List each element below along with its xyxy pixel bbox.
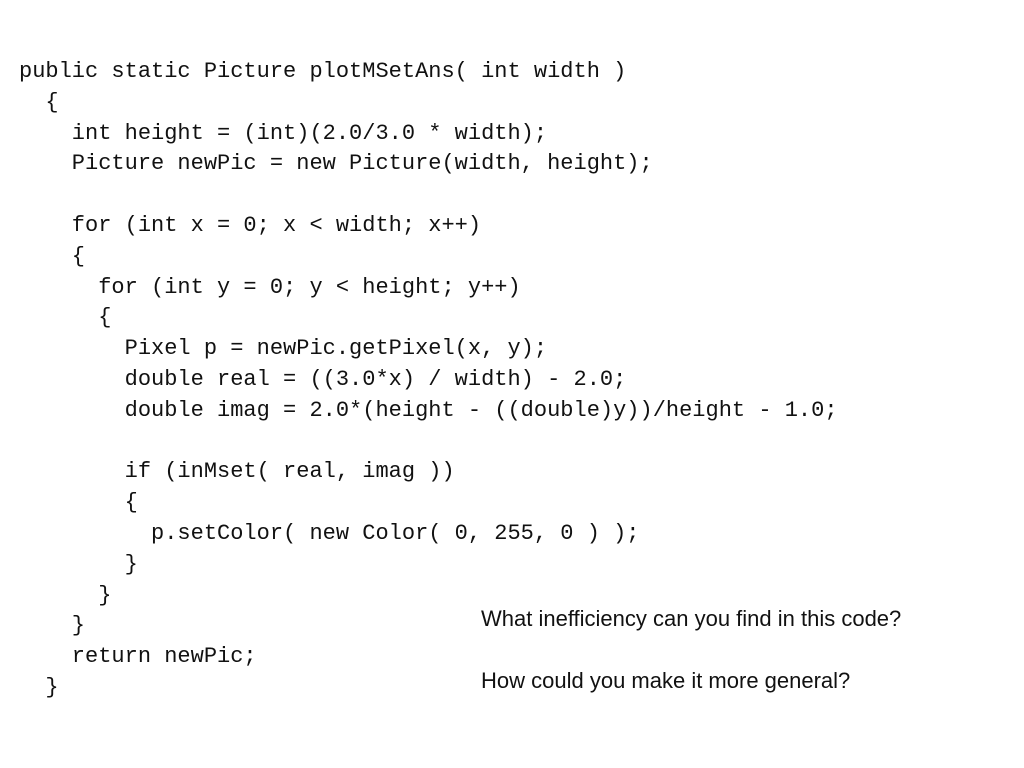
code-line-8: for (int y = 0; y < height; y++): [19, 274, 521, 300]
code-line-10: Pixel p = newPic.getPixel(x, y);: [19, 336, 548, 362]
code-line-19: }: [19, 613, 86, 639]
code-line-6: for (int x = 0; x < width; x++): [19, 212, 482, 238]
code-line-15: {: [19, 490, 138, 516]
code-line-16: p.setColor( new Color( 0, 255, 0 ) );: [19, 520, 640, 546]
code-line-13-blank: [19, 427, 838, 458]
question-inefficiency: What inefficiency can you find in this c…: [481, 606, 902, 631]
code-line-3: int height = (int)(2.0/3.0 * width);: [19, 120, 548, 146]
discussion-questions: What inefficiency can you find in this c…: [481, 603, 901, 696]
code-line-9: {: [19, 305, 112, 331]
code-line-2: {: [19, 89, 59, 115]
code-line-18: }: [19, 582, 112, 608]
code-line-4: Picture newPic = new Picture(width, heig…: [19, 151, 653, 177]
code-line-12: double imag = 2.0*(height - ((double)y))…: [19, 397, 838, 423]
code-line-5-blank: [19, 180, 838, 211]
code-listing: public static Picture plotMSetAns( int w…: [19, 57, 838, 704]
code-line-7: {: [19, 243, 86, 269]
code-line-14: if (inMset( real, imag )): [19, 459, 455, 485]
question-generalize: How could you make it more general?: [481, 668, 851, 693]
code-line-11: double real = ((3.0*x) / width) - 2.0;: [19, 366, 627, 392]
code-line-20: return newPic;: [19, 644, 257, 670]
code-line-21: }: [19, 674, 59, 700]
code-line-1: public static Picture plotMSetAns( int w…: [19, 59, 627, 84]
code-line-17: }: [19, 551, 138, 577]
